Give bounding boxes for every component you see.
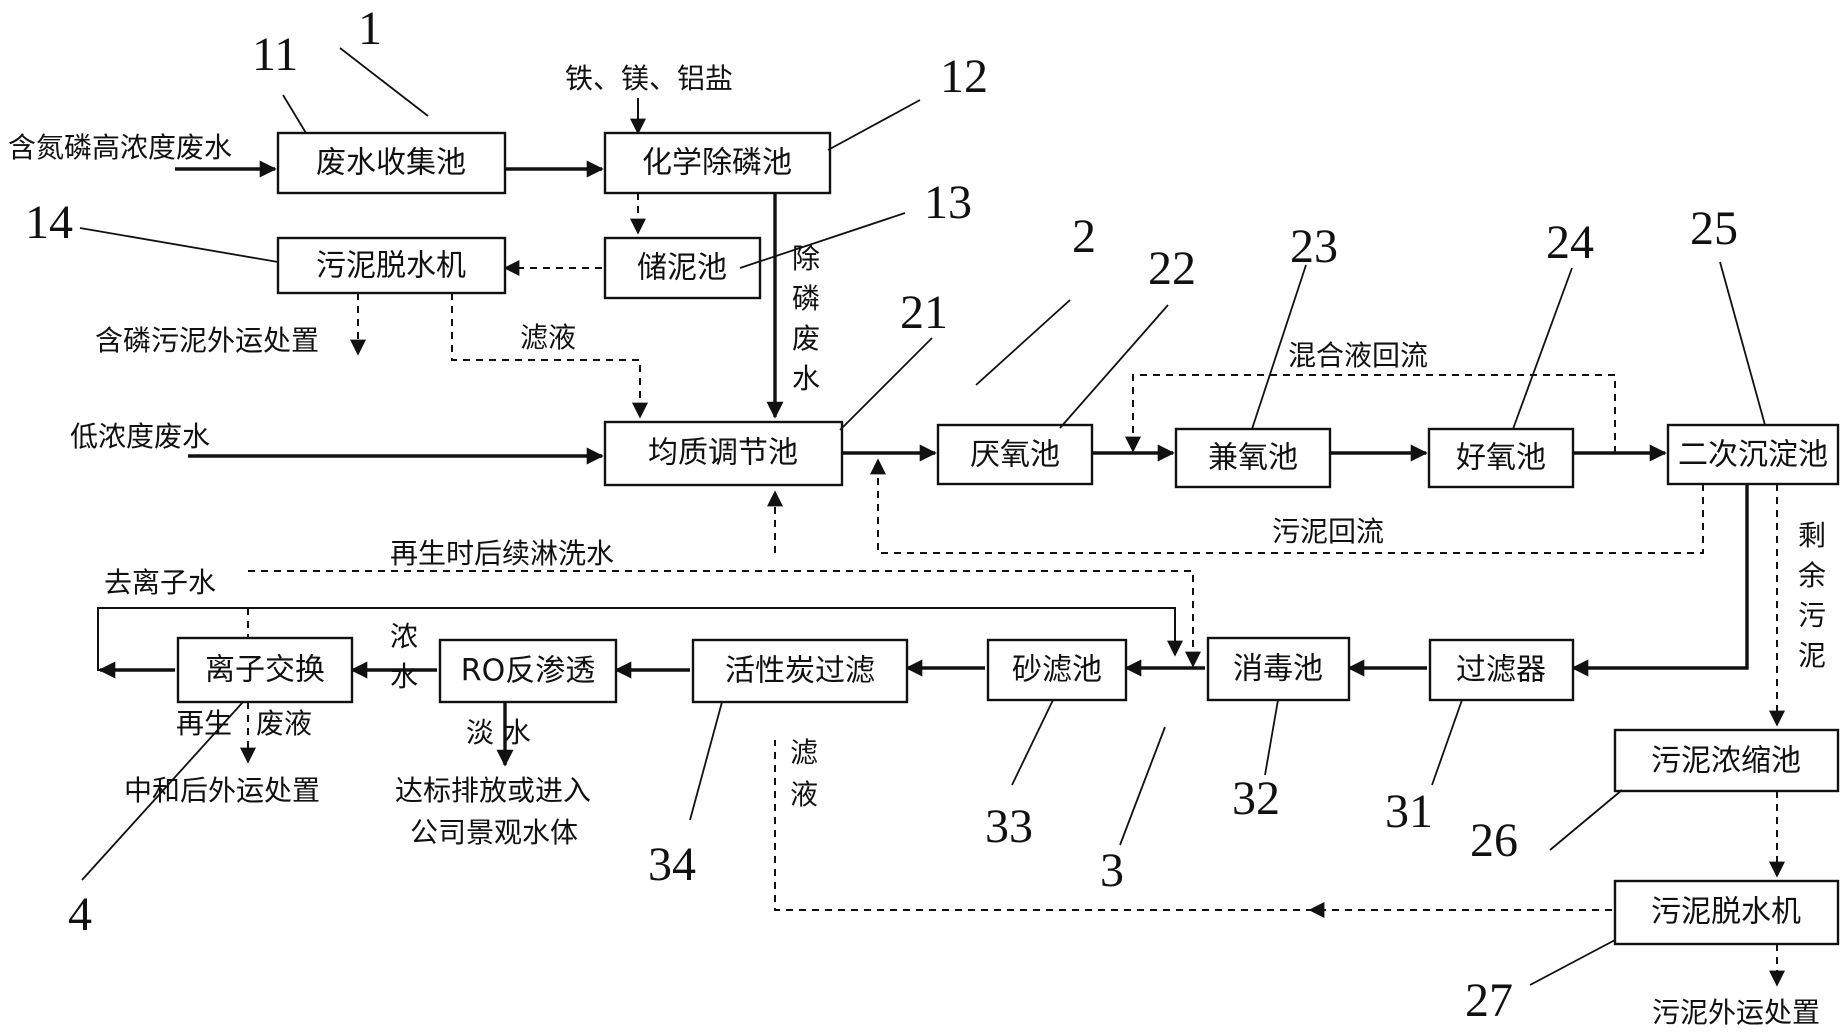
ref-1: 1 bbox=[358, 2, 382, 55]
box-label: 储泥池 bbox=[637, 251, 727, 286]
arrow-mixed-liquor-return bbox=[1125, 374, 1616, 453]
ref-32: 32 bbox=[1232, 772, 1280, 825]
label-iron-mg-al-salts: 铁、镁、铝盐 bbox=[565, 62, 733, 95]
reference-numerals: 1 11 12 13 14 2 21 22 23 24 25 26 27 3 3… bbox=[25, 2, 1738, 1027]
label-high-conc-wastewater: 含氮磷高浓度废水 bbox=[8, 131, 232, 164]
box-sludge-storage: 储泥池 bbox=[603, 236, 762, 300]
box-equalization-tank: 均质调节池 bbox=[603, 420, 844, 487]
ref-24: 24 bbox=[1546, 216, 1594, 269]
box-anoxic-tank: 兼氧池 bbox=[1174, 427, 1332, 489]
box-label: 兼氧池 bbox=[1208, 441, 1298, 476]
vertical-label-char: 余 bbox=[1798, 559, 1826, 592]
box-activated-carbon-filter: 活性炭过滤 bbox=[691, 638, 909, 704]
box-label: 消毒池 bbox=[1233, 652, 1323, 687]
vertical-label-char: 水 bbox=[390, 660, 418, 693]
ref-12: 12 bbox=[940, 50, 988, 103]
ref-34: 34 bbox=[648, 838, 696, 891]
vertical-label-char: 剩 bbox=[1798, 519, 1826, 552]
box-sludge-dewatering-1: 污泥脱水机 bbox=[276, 236, 507, 295]
label-neutralize-out: 中和后外运处置 bbox=[124, 774, 320, 807]
vertical-label-char: 磷 bbox=[792, 282, 820, 315]
label-waste-liquid: 废液 bbox=[256, 707, 312, 740]
box-label: 过滤器 bbox=[1456, 653, 1546, 688]
vertical-label-char: 滤 bbox=[790, 736, 818, 769]
ref-21: 21 bbox=[900, 286, 948, 339]
vertical-label-char: 污 bbox=[1798, 599, 1826, 632]
box-label: 污泥脱水机 bbox=[1651, 895, 1801, 930]
box-label: 二次沉淀池 bbox=[1678, 438, 1828, 473]
box-aerobic-tank: 好氧池 bbox=[1427, 427, 1575, 489]
label-regen-rinse-water: 再生时后续淋洗水 bbox=[390, 537, 614, 570]
box-anaerobic-tank: 厌氧池 bbox=[936, 423, 1094, 486]
box-sludge-dewatering-2: 污泥脱水机 bbox=[1613, 879, 1840, 946]
box-label: 好氧池 bbox=[1456, 441, 1546, 476]
vertical-label-char: 液 bbox=[790, 778, 818, 811]
vertical-label-char: 废 bbox=[792, 322, 820, 355]
box-collection-tank: 废水收集池 bbox=[276, 131, 507, 195]
box-label: 活性炭过滤 bbox=[725, 654, 875, 689]
label-sludge-return: 污泥回流 bbox=[1272, 515, 1384, 548]
ref-33: 33 bbox=[985, 800, 1033, 853]
label-mixed-liquor-return: 混合液回流 bbox=[1288, 339, 1428, 372]
ref-22: 22 bbox=[1148, 242, 1196, 295]
ref-11: 11 bbox=[252, 28, 298, 81]
box-label: 厌氧池 bbox=[970, 438, 1060, 473]
box-label: 污泥脱水机 bbox=[316, 249, 466, 284]
vertical-label-char: 除 bbox=[792, 242, 820, 275]
ref-25: 25 bbox=[1690, 202, 1738, 255]
ref-14: 14 bbox=[25, 196, 73, 249]
arrow-filtrate-to-equal bbox=[451, 293, 648, 419]
label-discharge-line-1: 达标排放或进入 bbox=[395, 774, 591, 807]
ref-31: 31 bbox=[1385, 785, 1433, 838]
ref-13: 13 bbox=[924, 176, 972, 229]
ref-27: 27 bbox=[1465, 974, 1513, 1027]
box-label: 砂滤池 bbox=[1012, 653, 1102, 688]
label-fresh-water: 淡 水 bbox=[466, 716, 531, 749]
box-ion-exchange: 离子交换 bbox=[176, 636, 354, 704]
ref-4: 4 bbox=[68, 888, 92, 941]
label-concentrate: 浓水 bbox=[390, 620, 418, 693]
label-filtrate-1: 滤液 bbox=[520, 321, 576, 354]
vertical-label-char: 泥 bbox=[1798, 639, 1826, 672]
ref-26: 26 bbox=[1470, 814, 1518, 867]
leader-lines bbox=[79, 47, 1766, 986]
arrow-secondary-to-filter bbox=[1571, 484, 1749, 677]
box-label: 均质调节池 bbox=[648, 436, 798, 471]
box-filter: 过滤器 bbox=[1428, 638, 1575, 702]
ref-3: 3 bbox=[1100, 844, 1124, 897]
flow-lines bbox=[97, 98, 1785, 987]
label-p-sludge-out: 含磷污泥外运处置 bbox=[95, 324, 319, 357]
box-ro-reverse-osmosis: RO反渗透 bbox=[438, 638, 618, 704]
box-secondary-clarifier: 二次沉淀池 bbox=[1666, 423, 1840, 486]
ref-2: 2 bbox=[1072, 210, 1096, 263]
ref-23: 23 bbox=[1290, 220, 1338, 273]
box-label: 化学除磷池 bbox=[642, 146, 792, 181]
box-disinfection-tank: 消毒池 bbox=[1206, 636, 1351, 702]
label-low-conc-wastewater: 低浓度废水 bbox=[70, 420, 210, 453]
box-label: RO反渗透 bbox=[461, 654, 595, 689]
box-label: 污泥浓缩池 bbox=[1651, 744, 1801, 779]
box-label: 离子交换 bbox=[205, 653, 325, 688]
vertical-label-char: 浓 bbox=[390, 620, 418, 653]
box-chemical-p-removal: 化学除磷池 bbox=[603, 131, 832, 195]
box-sand-filter: 砂滤池 bbox=[986, 638, 1128, 702]
label-deionized-water: 去离子水 bbox=[104, 566, 216, 599]
label-sludge-out: 污泥外运处置 bbox=[1652, 996, 1820, 1029]
label-discharge-line-2: 公司景观水体 bbox=[410, 816, 578, 849]
label-filtrate-2: 滤液 bbox=[790, 736, 818, 811]
text-labels: 含氮磷高浓度废水 铁、镁、铝盐 含磷污泥外运处置 滤液 低浓度废水 混合液回流 … bbox=[8, 62, 1820, 1029]
box-sludge-thickener: 污泥浓缩池 bbox=[1613, 728, 1840, 793]
arrow-regen-rinse bbox=[248, 570, 1201, 668]
vertical-label-char: 水 bbox=[792, 362, 820, 395]
arrow-sludge-return bbox=[870, 458, 1704, 554]
box-label: 废水收集池 bbox=[316, 146, 466, 181]
